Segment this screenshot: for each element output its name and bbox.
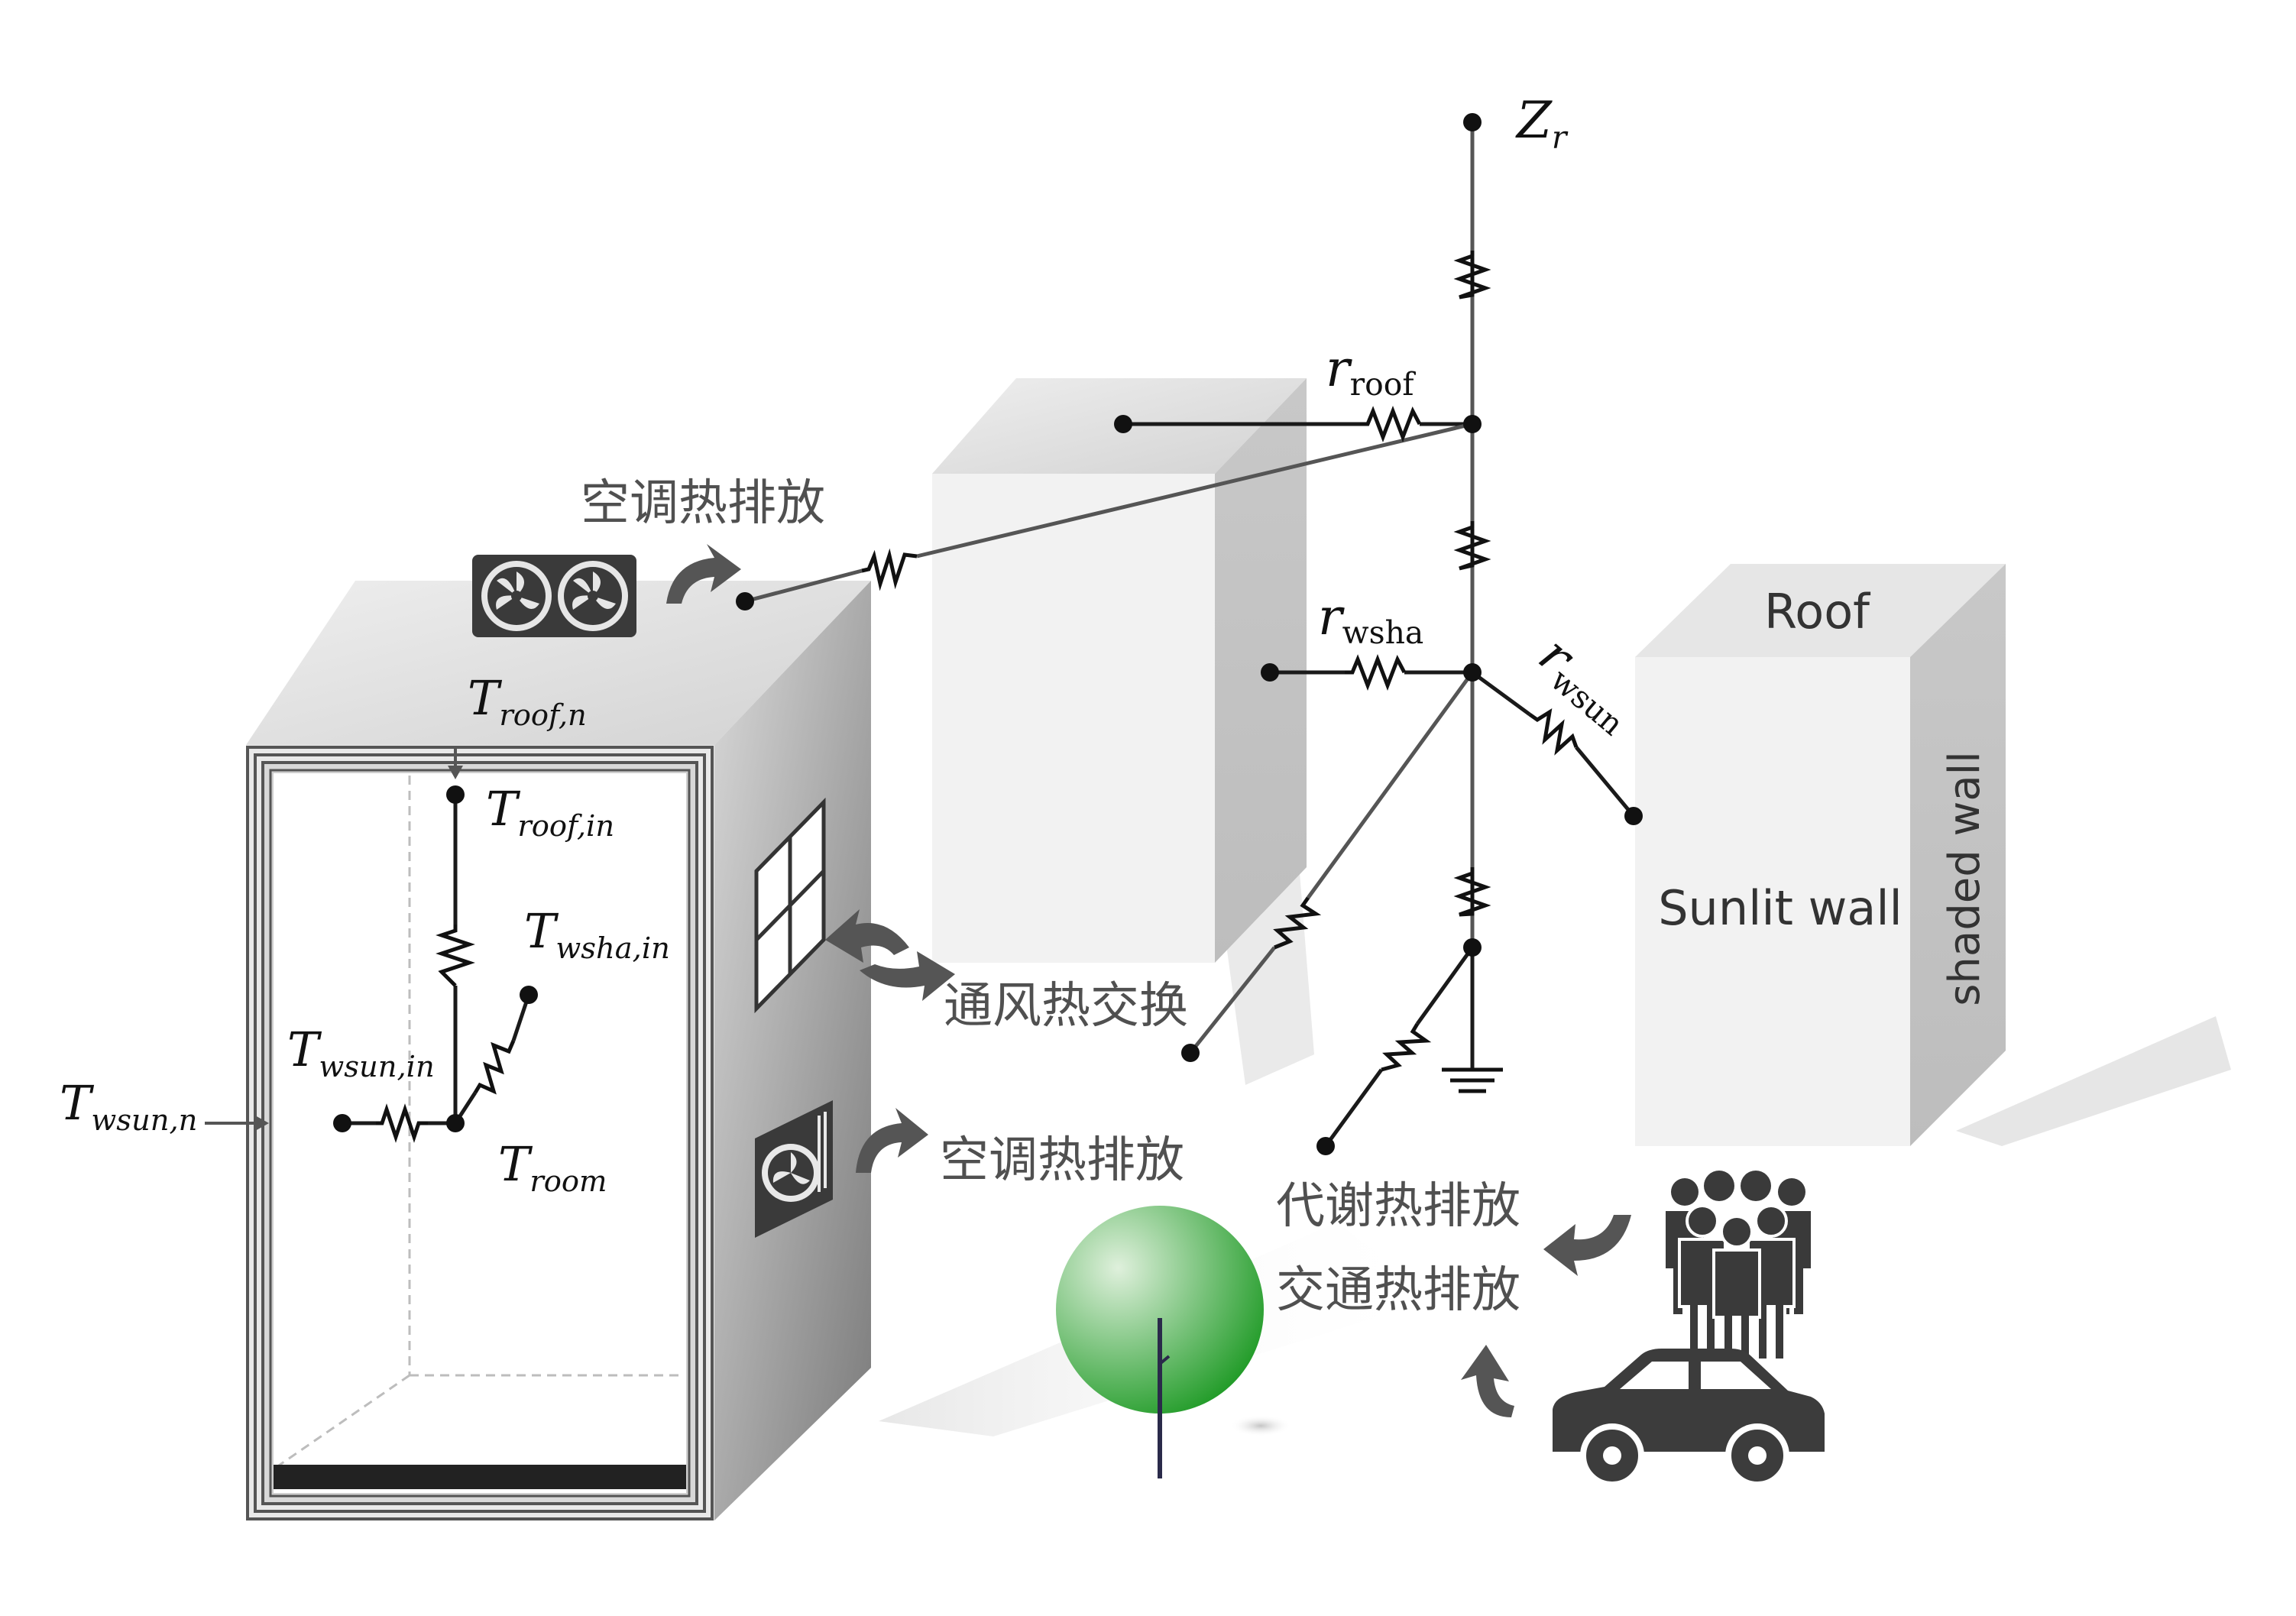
shaded-wall-label: shaded wall [1940,751,1990,1006]
car-icon [1553,1349,1825,1488]
resistor-vertical-top [1453,251,1491,300]
resistor-ventilation [1273,896,1322,950]
label-r-roof: rroof [1326,339,1416,403]
annotations: 空调热排放 通风热交换 空调热排放 代谢热排放 交通热排放 [581,475,1520,1319]
resistor-tree [1381,1022,1432,1072]
fan-unit-icon [472,555,636,637]
label-r-wsha: rwsha [1318,588,1423,651]
middle-building [932,378,1307,963]
network-nodes [736,113,1643,1155]
people-group-icon [1666,1171,1811,1374]
right-building: Roof Sunlit wall shaded wall [1635,564,2006,1146]
room-network [205,746,538,1143]
label-t-wsha-in: Twsha,in [524,903,670,966]
roof-label: Roof [1764,584,1871,640]
resistor-vertical-low [1453,867,1491,917]
ac-heat-top-label: 空调热排放 [581,475,825,532]
left-building [246,581,871,1520]
label-t-roof-n: Troof,n [468,670,587,733]
curved-arrows [666,544,1631,1417]
ac-heat-side-label: 空调热排放 [940,1132,1184,1189]
resistors [861,251,1579,1072]
resistor-wsun [1528,708,1579,756]
label-t-wsun-in: Twsun,in [287,1022,435,1084]
label-r-wsun: rwsun [1525,625,1648,743]
window-icon [754,797,826,1014]
sunlit-wall-label: Sunlit wall [1658,880,1903,936]
resistor-roof [1360,405,1422,443]
ac-outdoor-unit-icon [755,1100,833,1238]
resistor-rooftop-ac [861,548,918,591]
label-zr: Zr [1515,91,1569,156]
label-t-room: Troom [498,1136,607,1199]
tree-icon [1056,1206,1264,1478]
label-t-wsun-n: Twsun,n [60,1075,197,1138]
metabolic-heat-label: 代谢热排放 [1276,1178,1520,1235]
resistance-network [744,122,1635,1148]
label-t-roof-in: Troof,in [486,781,614,844]
ground-icon [1442,1067,1503,1093]
traffic-heat-label: 交通热排放 [1276,1262,1520,1319]
resistor-vertical-mid [1453,521,1491,571]
ventilation-label: 通风热交换 [944,978,1188,1035]
resistor-wsha [1345,653,1407,691]
